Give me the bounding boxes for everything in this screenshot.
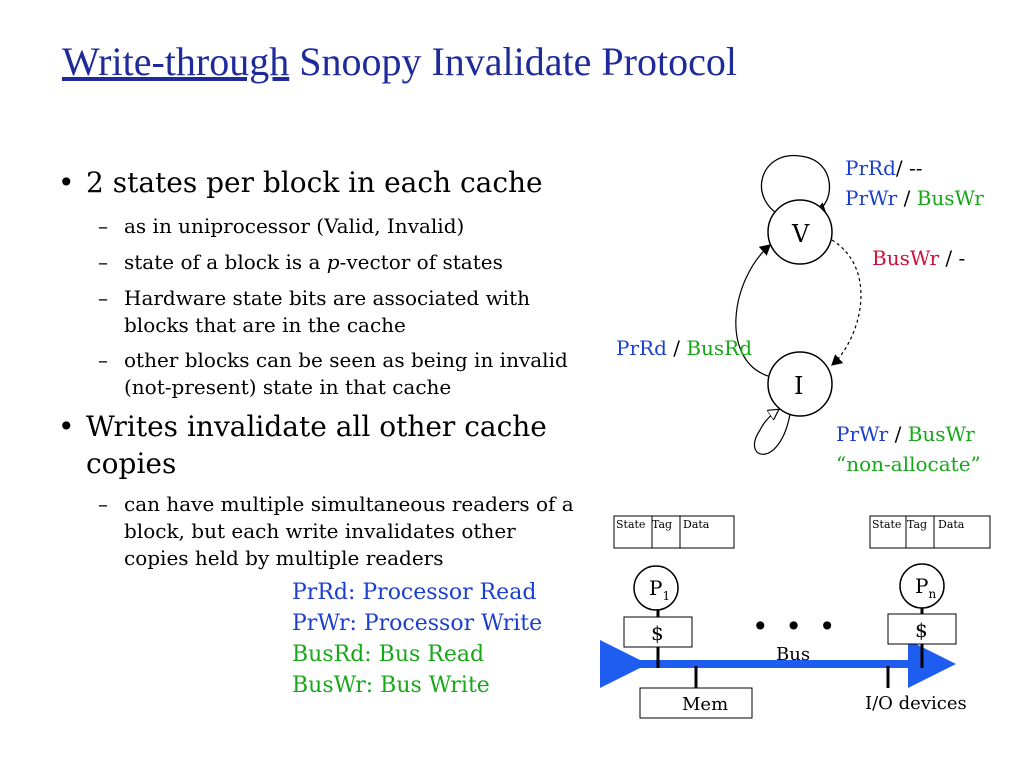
left-proc-circle [633, 565, 679, 611]
sub-2-1-line2: block, but each write invalidates other [124, 519, 516, 543]
sub-1-3-line2: blocks that are in the cache [124, 313, 406, 337]
left-cache-label: $ [651, 621, 664, 645]
left-cache-table [613, 515, 735, 549]
page-title: Write-through Snoopy Invalidate Protocol [62, 38, 737, 85]
sub-2-1-line1: can have multiple simultaneous readers o… [124, 492, 574, 516]
bullet-2-line1: Writes invalidate all other cache [86, 410, 547, 443]
sub-1-4-dash: – [98, 348, 108, 372]
legend-busrd: BusRd: Bus Read [292, 642, 485, 667]
sub-1-2-dash: – [98, 250, 108, 274]
sub-1-2-b: -vector of states [339, 250, 503, 274]
sub-1-2-p: p [326, 250, 340, 274]
bullet-2-line2: copies [86, 447, 177, 480]
sub-1-4-line1: other blocks can be seen as being in inv… [124, 348, 568, 372]
left-cache-box [623, 616, 693, 648]
sub-1-1-dash: – [98, 214, 108, 238]
sub-2-1-line3: copies held by multiple readers [124, 546, 444, 570]
bullet-1-text: 2 states per block in each cache [86, 166, 543, 199]
state-i-label: I [794, 372, 804, 400]
right-cache-label: $ [915, 618, 928, 642]
io-label: I/O devices [865, 693, 967, 714]
v-to-i-label: BusWr / - [872, 246, 966, 270]
sub-1-2: state of a block is a p-vector of states [124, 250, 503, 274]
sub-1-3-line1: Hardware state bits are associated with [124, 286, 530, 310]
left-table-tag: Tag [652, 518, 673, 531]
v-loop-label-1: PrRd/ -- [845, 156, 923, 180]
i-self-loop [753, 410, 791, 455]
left-proc-label: P1 [649, 576, 671, 603]
right-table-tag: Tag [907, 518, 928, 531]
sub-1-4-line2: (not-present) state in that cache [124, 375, 452, 399]
v-loop-label-2: PrWr / BusWr [845, 186, 984, 210]
bullet-1-symbol: • [58, 166, 75, 199]
right-table-data: Data [938, 518, 965, 531]
ellipsis-dots: • • • [752, 610, 840, 643]
v-to-i-arrow [831, 239, 862, 366]
state-i-circle [767, 351, 833, 417]
right-cache-table [869, 515, 991, 549]
bullet-2-symbol: • [58, 410, 75, 443]
v-self-loop [760, 154, 831, 219]
sub-1-3-dash: – [98, 286, 108, 310]
i-to-v-arrow [735, 244, 771, 377]
sub-1-2-a: state of a block is a [124, 250, 327, 274]
sub-1-1: as in uniprocessor (Valid, Invalid) [124, 214, 465, 238]
left-table-data: Data [683, 518, 710, 531]
mem-label: Mem [682, 694, 729, 715]
state-v-circle [767, 199, 833, 265]
i-loop-label-2: “non-allocate” [836, 452, 981, 476]
legend-prwr: PrWr: Processor Write [292, 611, 543, 636]
title-rest: Snoopy Invalidate Protocol [299, 39, 737, 84]
state-v-label: V [792, 220, 810, 248]
bus-label: Bus [776, 644, 811, 665]
i-to-v-label: PrRd / BusRd [616, 336, 753, 360]
legend-buswr: BusWr: Bus Write [292, 673, 490, 698]
right-table-state: State [872, 518, 902, 531]
legend-prrd: PrRd: Processor Read [292, 580, 537, 605]
mem-box [639, 687, 753, 719]
right-proc-label: Pn [915, 574, 937, 601]
i-loop-label-1: PrWr / BusWr [836, 422, 975, 446]
left-table-state: State [616, 518, 646, 531]
sub-2-1-dash: – [98, 492, 108, 516]
title-underlined: Write-through [62, 39, 290, 84]
